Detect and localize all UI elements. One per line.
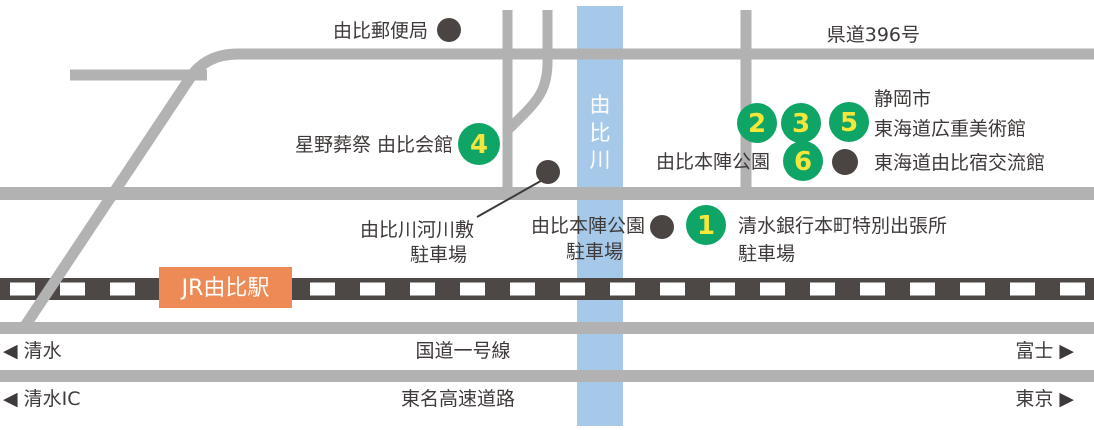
station-label: JR由比駅 xyxy=(180,276,270,301)
river-char-3: 川 xyxy=(590,148,611,172)
marker-4-number: 4 xyxy=(470,130,488,160)
railway-dash xyxy=(10,282,35,296)
marker-4-circle xyxy=(458,123,500,165)
koryukan-label: 東海道由比宿交流館 xyxy=(874,152,1045,174)
riverbed-parking-leader-line xyxy=(476,177,547,218)
koryukan-marker xyxy=(832,149,858,175)
marker-3-circle xyxy=(781,103,821,143)
riverbed-parking-label-line2: 駐車場 xyxy=(410,244,467,266)
expressway-right-direction: 東京 ▶ xyxy=(1015,388,1074,410)
numbered-markers: 1 2 3 4 5 6 xyxy=(458,102,869,245)
riverbed-parking-label-line1: 由比川河川敷 xyxy=(360,219,474,241)
shimizu-bank-parking-label-line2: 駐車場 xyxy=(738,243,795,265)
railway-dash xyxy=(910,282,935,296)
railway-dash xyxy=(960,282,985,296)
railway-dash xyxy=(1010,282,1035,296)
marker-1-circle xyxy=(686,205,726,245)
post-office-label: 由比郵便局 xyxy=(333,20,428,42)
roads xyxy=(0,10,1094,382)
marker-2-circle xyxy=(737,103,777,143)
hoshino-hall-label: 星野葬祭 由比会館 xyxy=(295,134,453,156)
railway-dash xyxy=(460,282,485,296)
honjin-parking-label-line2: 駐車場 xyxy=(566,241,623,263)
railway-dash xyxy=(810,282,835,296)
railway-dash xyxy=(310,282,335,296)
marker-6-number: 6 xyxy=(794,147,812,177)
expressway-left-direction: ◀ 清水IC xyxy=(3,388,81,410)
prefectural-road-label: 県道396号 xyxy=(827,24,920,46)
river-char-2: 比 xyxy=(590,121,611,145)
national-left-direction: ◀ 清水 xyxy=(3,340,62,362)
railway-dash xyxy=(760,282,785,296)
railway-dash xyxy=(660,282,685,296)
railway-dash xyxy=(510,282,535,296)
honjin-park-label: 由比本陣公園 xyxy=(656,151,770,173)
river-char-1: 由 xyxy=(590,93,611,117)
national-right-direction: 富士 ▶ xyxy=(1015,340,1074,362)
yui-river xyxy=(577,6,623,426)
station-box xyxy=(159,267,292,308)
marker-5-number: 5 xyxy=(840,108,858,138)
marker-6-circle xyxy=(783,141,823,181)
railway-dash xyxy=(710,282,735,296)
marker-1-number: 1 xyxy=(697,211,715,241)
riverbed-parking-marker xyxy=(536,160,560,184)
railway-dash xyxy=(860,282,885,296)
railway-dash xyxy=(610,282,635,296)
railway-dash xyxy=(360,282,385,296)
national-route1-label: 国道一号線 xyxy=(415,340,510,362)
railway-dash xyxy=(560,282,585,296)
river-label: 由 比 川 xyxy=(590,93,611,172)
honjin-parking-marker xyxy=(650,215,674,239)
honjin-parking-label-line1: 由比本陣公園 xyxy=(531,215,645,237)
marker-5-circle xyxy=(829,102,869,142)
marker-3-number: 3 xyxy=(792,109,810,139)
jr-yui-station: JR由比駅 xyxy=(159,267,292,308)
railway-dash xyxy=(410,282,435,296)
railway-dash xyxy=(1060,282,1085,296)
shimizu-bank-parking-label-line1: 清水銀行本町特別出張所 xyxy=(738,215,947,237)
marker-2-number: 2 xyxy=(748,109,766,139)
railway-dash xyxy=(110,282,135,296)
road-vertical-west-branch xyxy=(505,10,553,133)
post-office-marker xyxy=(437,18,461,42)
map-labels: 由比郵便局 県道396号 静岡市 東海道広重美術館 東海道由比宿交流館 由比本陣… xyxy=(3,20,1074,410)
railway-dash xyxy=(60,282,85,296)
hiroshige-museum-label-line1: 静岡市 xyxy=(874,88,931,110)
tomei-expressway-label: 東名高速道路 xyxy=(401,388,515,410)
hiroshige-museum-label-line2: 東海道広重美術館 xyxy=(874,118,1026,140)
